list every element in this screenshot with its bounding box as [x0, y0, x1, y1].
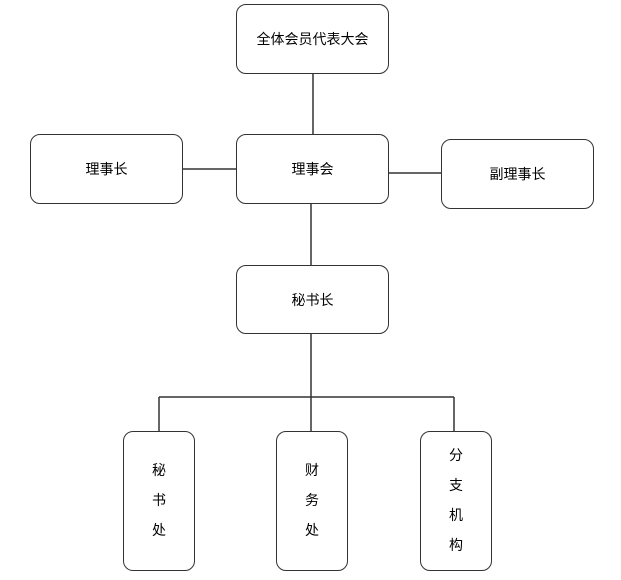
node-vice-chairman-label: 副理事长	[489, 167, 546, 183]
node-secretary-general-label: 秘书长	[291, 292, 334, 309]
node-secretariat-char: 秘	[152, 463, 166, 479]
node-branch-organizations: 分 支 机 构	[420, 431, 492, 571]
node-secretary-general: 秘书长	[236, 265, 389, 334]
node-secretariat: 秘 书 处	[123, 431, 195, 571]
node-finance-office: 财 务 处	[276, 431, 348, 571]
node-secretariat-char: 书	[152, 493, 166, 509]
node-branch-organizations-char: 构	[449, 538, 463, 554]
node-finance-office-char: 处	[305, 523, 319, 539]
node-vice-chairman: 副理事长	[441, 139, 594, 209]
node-council: 理事会	[236, 134, 389, 204]
node-chairman-label: 理事长	[85, 162, 128, 178]
node-general-assembly: 全体会员代表大会	[236, 4, 389, 74]
node-secretariat-char: 处	[152, 523, 166, 539]
node-branch-organizations-char: 机	[449, 508, 463, 524]
node-finance-office-char: 务	[305, 493, 319, 509]
node-finance-office-char: 财	[305, 463, 319, 479]
node-council-label: 理事会	[291, 162, 334, 178]
node-general-assembly-label: 全体会员代表大会	[256, 32, 369, 48]
node-chairman: 理事长	[30, 134, 183, 204]
node-branch-organizations-char: 分	[449, 448, 463, 464]
node-branch-organizations-char: 支	[449, 478, 463, 494]
